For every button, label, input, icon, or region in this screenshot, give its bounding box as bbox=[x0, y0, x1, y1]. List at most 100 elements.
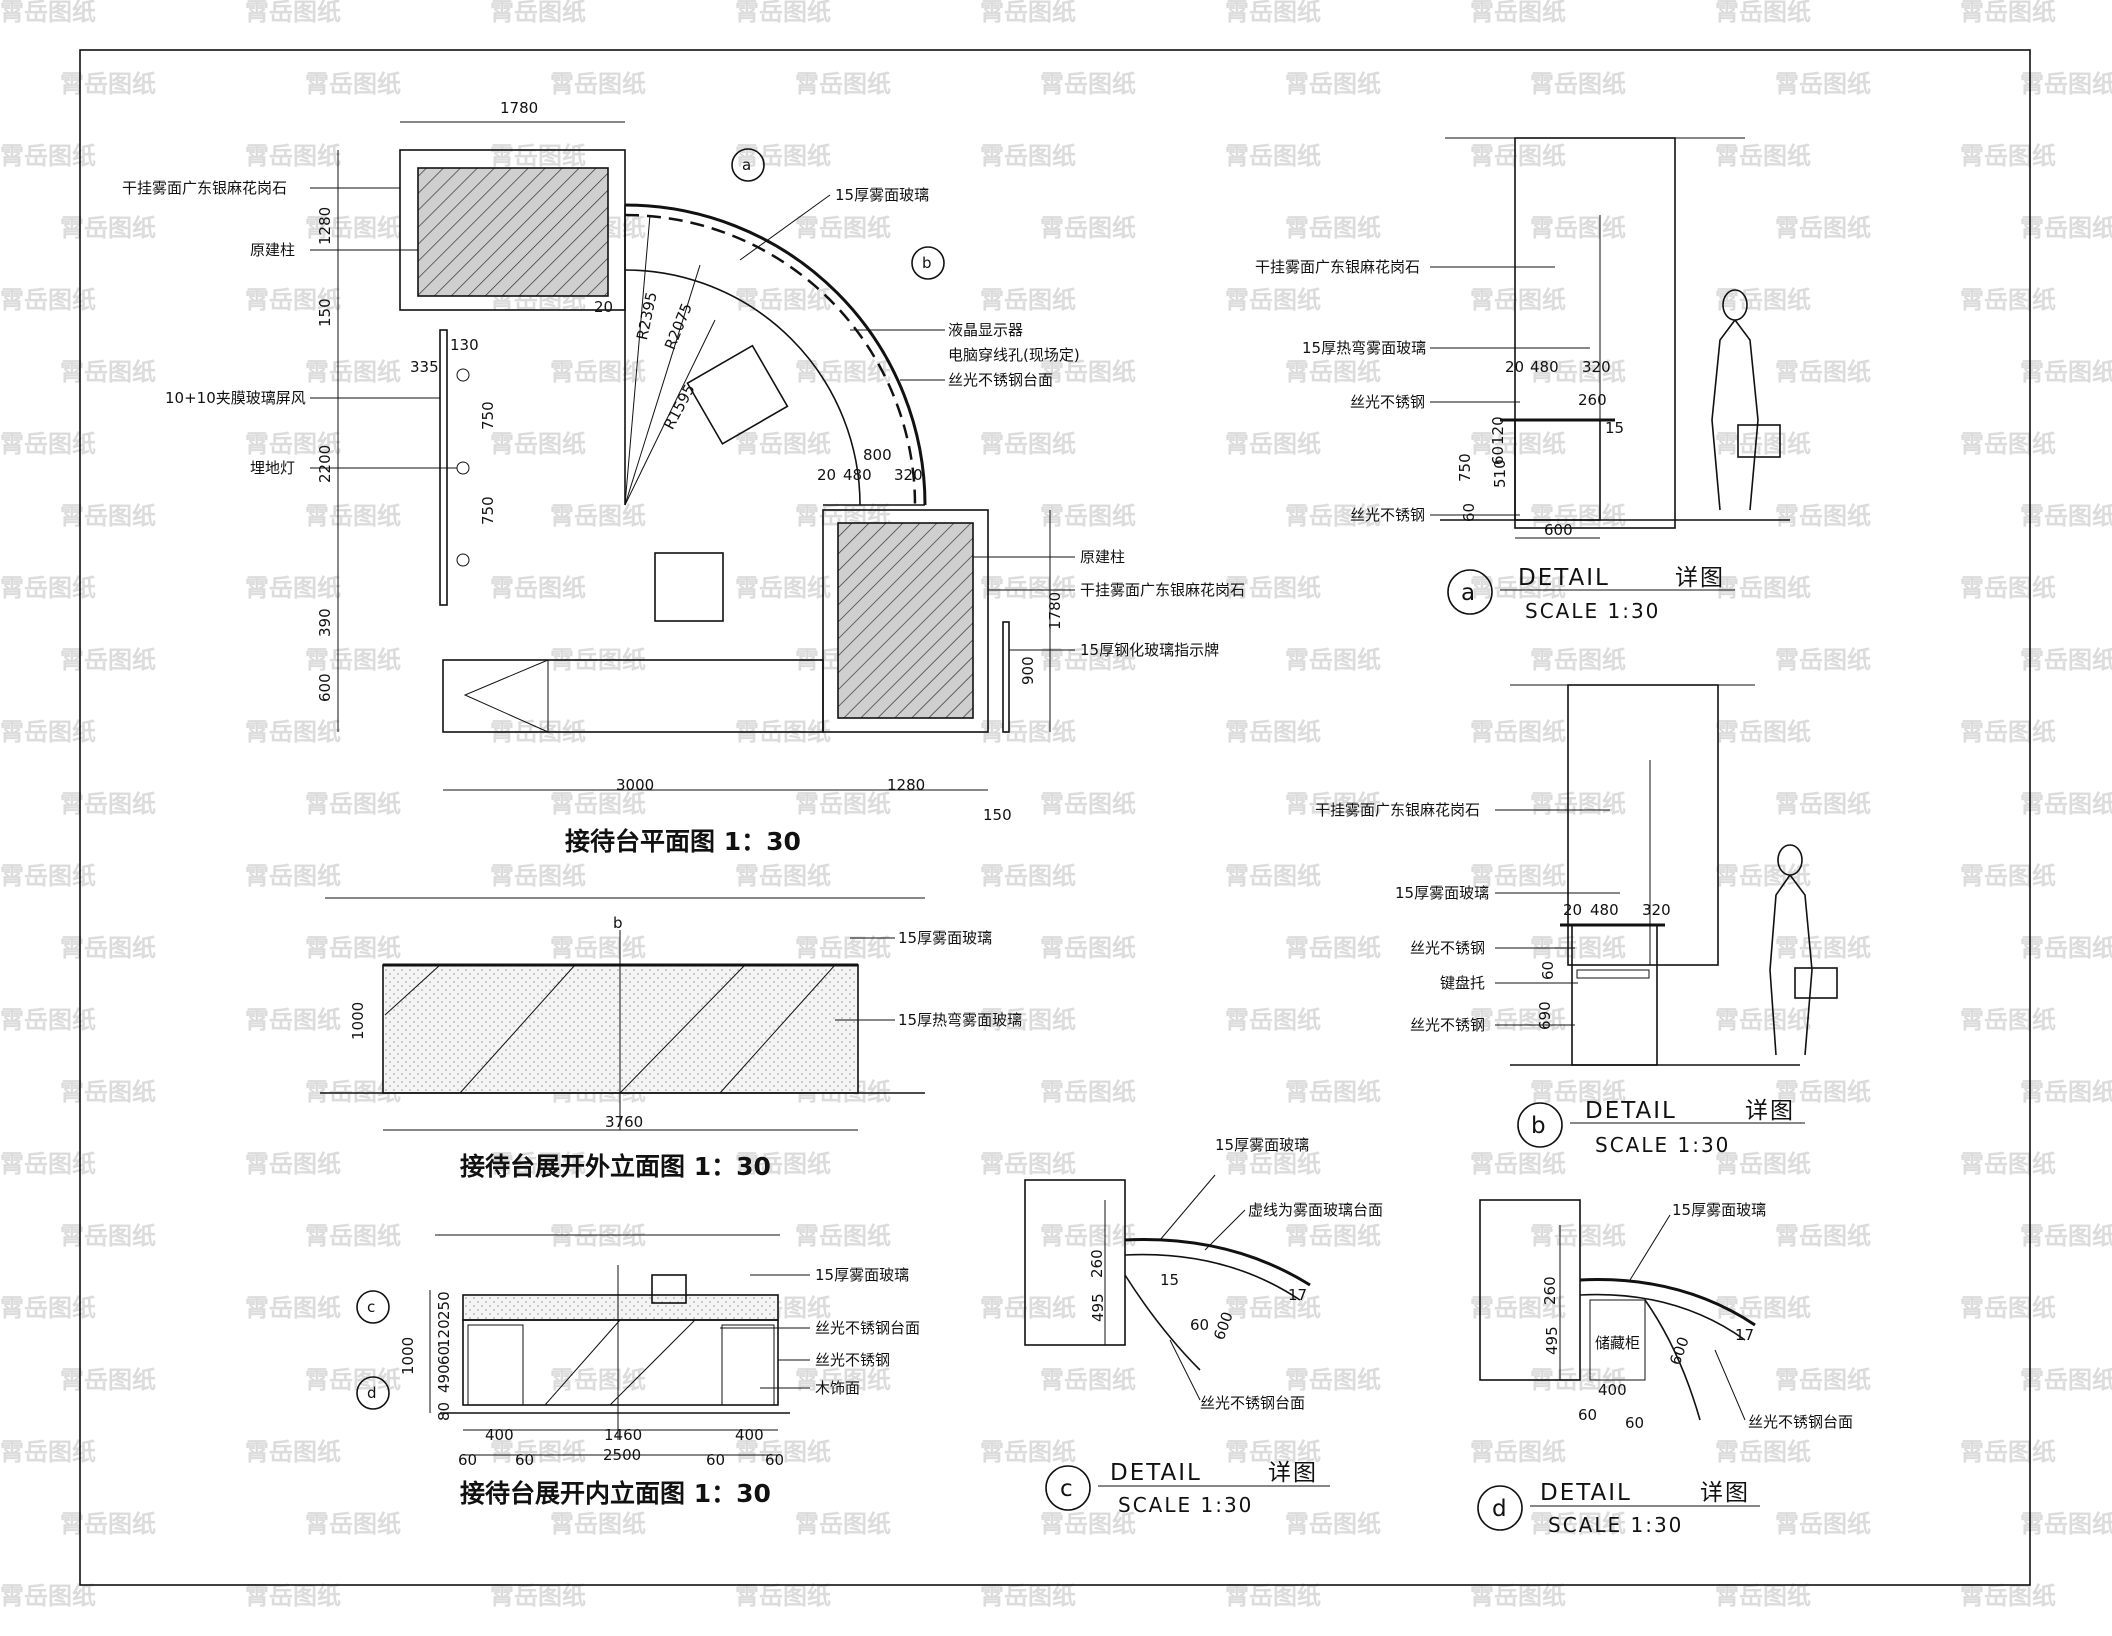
detail-c-wall bbox=[1024, 1179, 1126, 1346]
watermark-text: 霄岳图纸 bbox=[1715, 1150, 1811, 1178]
watermark-text: 霄岳图纸 bbox=[1775, 790, 1871, 818]
plan-dim-800: 800 bbox=[863, 446, 892, 464]
watermark-text: 霄岳图纸 bbox=[1530, 1222, 1626, 1250]
watermark-text: 霄岳图纸 bbox=[1960, 1150, 2056, 1178]
plan-dim-3000: 3000 bbox=[616, 776, 654, 794]
watermark-text: 霄岳图纸 bbox=[1960, 1438, 2056, 1466]
outer-title: 接待台展开外立面图 1：30 bbox=[460, 1152, 771, 1181]
detail-c-dim-260: 260 bbox=[1088, 1249, 1106, 1278]
inner-monitor bbox=[651, 1274, 687, 1304]
plan-label-granite: 干挂雾面广东银麻花岗石 bbox=[122, 179, 287, 197]
watermark-text: 霄岳图纸 bbox=[245, 1438, 341, 1466]
plan-label-column-r: 原建柱 bbox=[1080, 548, 1125, 566]
watermark-text: 霄岳图纸 bbox=[2020, 1510, 2112, 1538]
detail-c-dim-60: 60 bbox=[1190, 1316, 1209, 1334]
inner-title: 接待台展开内立面图 1：30 bbox=[460, 1479, 771, 1508]
watermark-text: 霄岳图纸 bbox=[305, 934, 401, 962]
inner-marker-d: d bbox=[367, 1384, 377, 1402]
detail-c-leader-steel bbox=[1169, 1339, 1201, 1401]
detail-d-marker: d bbox=[1492, 1496, 1509, 1522]
watermark-text: 霄岳图纸 bbox=[1530, 646, 1626, 674]
watermark-text: 霄岳图纸 bbox=[1285, 1510, 1381, 1538]
inner-glass-top bbox=[462, 1294, 779, 1321]
watermark-text: 霄岳图纸 bbox=[980, 574, 1076, 602]
outer-label-bent-glass: 15厚热弯雾面玻璃 bbox=[898, 1011, 1022, 1029]
watermark-text: 霄岳图纸 bbox=[0, 862, 96, 890]
detail-c-inner-arc bbox=[1124, 1274, 1201, 1371]
watermark-text: 霄岳图纸 bbox=[795, 358, 891, 386]
watermark-text: 霄岳图纸 bbox=[1530, 1078, 1626, 1106]
watermark-text: 霄岳图纸 bbox=[735, 574, 831, 602]
detail-d-inner-arc bbox=[1644, 1299, 1701, 1421]
watermark-text: 霄岳图纸 bbox=[1530, 358, 1626, 386]
plan-dim-20: 20 bbox=[817, 466, 836, 484]
watermark-text: 霄岳图纸 bbox=[1470, 1150, 1566, 1178]
detail-a-detail: DETAIL bbox=[1518, 565, 1610, 591]
watermark-text: 霄岳图纸 bbox=[1285, 214, 1381, 242]
plan-radius-3 bbox=[624, 319, 716, 506]
detail-c-marker: c bbox=[1060, 1476, 1075, 1502]
watermark-text: 霄岳图纸 bbox=[1470, 286, 1566, 314]
watermark-text: 霄岳图纸 bbox=[60, 358, 156, 386]
watermark-text: 霄岳图纸 bbox=[795, 1222, 891, 1250]
watermark-text: 霄岳图纸 bbox=[245, 574, 341, 602]
plan-label-granite-r: 干挂雾面广东银麻花岗石 bbox=[1080, 581, 1245, 599]
plan-view: 1780 1280 150 2200 390 600 335 130 750 7… bbox=[122, 99, 1245, 856]
watermark-text: 霄岳图纸 bbox=[2020, 358, 2112, 386]
plan-marker-b: b bbox=[922, 254, 932, 272]
watermark-text: 霄岳图纸 bbox=[1530, 214, 1626, 242]
detail-a-label-steel1: 丝光不锈钢 bbox=[1350, 393, 1425, 411]
detail-b-dim-690: 690 bbox=[1536, 1001, 1554, 1030]
detail-a-marker: a bbox=[1461, 580, 1477, 606]
watermark-text: 霄岳图纸 bbox=[1775, 214, 1871, 242]
detail-a-person-body bbox=[1711, 319, 1759, 511]
watermark-text: 霄岳图纸 bbox=[1775, 1510, 1871, 1538]
inner-dim-w60c: 60 bbox=[706, 1451, 725, 1469]
sheet-border bbox=[79, 49, 2031, 1586]
watermark-text: 霄岳图纸 bbox=[245, 430, 341, 458]
plan-lower-counter bbox=[442, 659, 824, 733]
inner-dim-w60d: 60 bbox=[765, 1451, 784, 1469]
watermark-text: 霄岳图纸 bbox=[245, 1582, 341, 1610]
plan-chair bbox=[654, 552, 724, 622]
watermark-text: 霄岳图纸 bbox=[980, 430, 1076, 458]
detail-b-keyboard-tray bbox=[1576, 969, 1650, 979]
watermark-text: 霄岳图纸 bbox=[1530, 70, 1626, 98]
watermark-text: 霄岳图纸 bbox=[1040, 70, 1136, 98]
inner-elevation-view: c d 1000 250 120 60 490 80 400 1460 400 … bbox=[356, 1234, 920, 1508]
watermark-text: 霄岳图纸 bbox=[735, 142, 831, 170]
watermark-text: 霄岳图纸 bbox=[1470, 862, 1566, 890]
plan-dim-2200: 2200 bbox=[316, 445, 334, 483]
watermark-text: 霄岳图纸 bbox=[1285, 70, 1381, 98]
watermark-text: 霄岳图纸 bbox=[1225, 718, 1321, 746]
plan-dim-900: 900 bbox=[1019, 656, 1037, 685]
watermark-text: 霄岳图纸 bbox=[1225, 1294, 1321, 1322]
watermark-text: 霄岳图纸 bbox=[490, 1438, 586, 1466]
inner-label-steel: 丝光不锈钢 bbox=[815, 1351, 890, 1369]
outer-dim-3760: 3760 bbox=[605, 1113, 643, 1131]
outer-diag-3 bbox=[619, 964, 746, 1094]
plan-leader-glass bbox=[739, 194, 831, 261]
watermark-text: 霄岳图纸 bbox=[305, 1510, 401, 1538]
watermark-text: 霄岳图纸 bbox=[1530, 502, 1626, 530]
detail-d-dim-60b: 60 bbox=[1625, 1414, 1644, 1432]
inner-marker-c-circle bbox=[356, 1290, 390, 1324]
watermark-text: 霄岳图纸 bbox=[980, 1438, 1076, 1466]
outer-elevation-view: b 1000 3760 15厚雾面玻璃 15厚热弯雾面玻璃 接待台展开外立面图 … bbox=[320, 897, 1022, 1181]
outer-label-glass15: 15厚雾面玻璃 bbox=[898, 929, 992, 947]
plan-dim-150b: 150 bbox=[983, 806, 1012, 824]
watermark-text: 霄岳图纸 bbox=[980, 1294, 1076, 1322]
detail-d-glass-arc bbox=[1579, 1278, 1756, 1327]
detail-b-person-body bbox=[1769, 874, 1813, 1056]
detail-a-label-bent-glass: 15厚热弯雾面玻璃 bbox=[1302, 339, 1426, 357]
detail-a-dim-260: 260 bbox=[1578, 391, 1607, 409]
watermark-text: 霄岳图纸 bbox=[60, 1222, 156, 1250]
watermark-text: 霄岳图纸 bbox=[1715, 1294, 1811, 1322]
watermark-text: 霄岳图纸 bbox=[1715, 0, 1811, 26]
watermark-text: 霄岳图纸 bbox=[1470, 1294, 1566, 1322]
detail-d-label-glass15: 15厚雾面玻璃 bbox=[1672, 1201, 1766, 1219]
plan-lower-counter-mark bbox=[463, 659, 549, 733]
detail-d-wall bbox=[1479, 1199, 1581, 1381]
watermark-text: 霄岳图纸 bbox=[245, 286, 341, 314]
detail-c-cn: 详图 bbox=[1268, 1460, 1318, 1486]
